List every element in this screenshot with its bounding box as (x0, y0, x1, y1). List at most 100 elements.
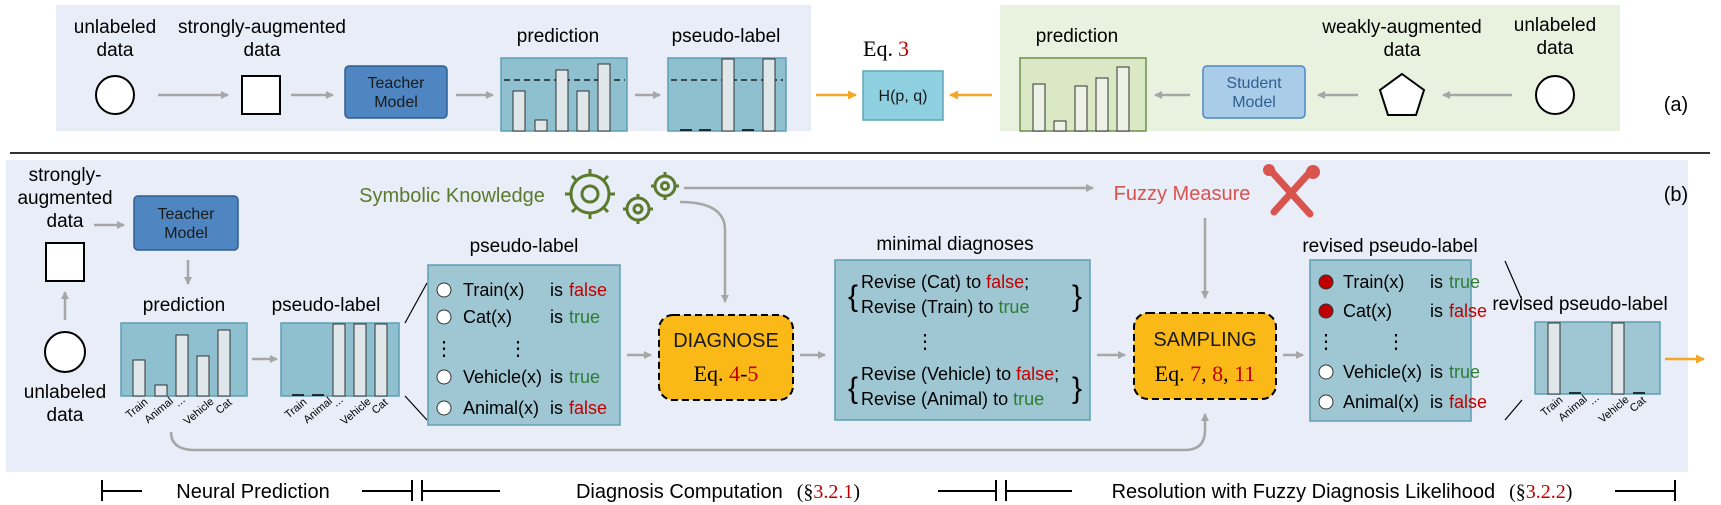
b-pseudo-ellipsis-2: ⋮ (508, 338, 528, 360)
b-pseudo-bar-4 (353, 323, 367, 397)
b-pseudo-bar-3 (332, 323, 346, 397)
a-spred-bar-2 (1053, 120, 1067, 132)
b-revised-ellipsis-2: ⋮ (1386, 331, 1406, 353)
b-zoom-line-top (404, 282, 428, 324)
b-pseudo-is-4: is (550, 398, 563, 418)
b-revised-pred-4: Animal(x) (1343, 392, 1419, 412)
b-pred-bar-3 (175, 334, 189, 397)
b-revised-is-2: is (1430, 301, 1443, 321)
b-strong-label-1: strongly- (29, 165, 102, 186)
b-minimal-row-3: Revise (Vehicle) to false; (861, 364, 1059, 384)
a-loss-label: H(p, q) (879, 88, 928, 105)
b-pseudo-val-2: true (569, 307, 600, 327)
b-pseudo-pred-4: Animal(x) (463, 398, 539, 418)
b-minimal-row-2: Revise (Train) to true (861, 297, 1029, 317)
b-pseudo-row-1: Train(x) is false (436, 280, 607, 300)
b-pseudo-radio-1 (436, 282, 452, 298)
b-pseudo-radio-2 (436, 309, 452, 325)
b-revised-val-1: true (1449, 272, 1480, 292)
b-unlabeled-circle (44, 331, 86, 373)
b-pseudo-val-3: true (569, 367, 600, 387)
b-diagnose-eq: Eq. 4-5 (694, 361, 759, 386)
b-pseudo-row-2: Cat(x) is true (436, 307, 600, 327)
b-pseudo-radio-4 (436, 400, 452, 416)
b-zoom-line-bottom (404, 395, 428, 421)
b-revised-row-4: Animal(x) is false (1318, 392, 1487, 412)
b-pred-bar-4 (196, 355, 210, 397)
b-pred-bar-5 (217, 329, 231, 397)
b-revised-chart-title: revised pseudo-label (1492, 294, 1667, 315)
b-minimal-brace-open-1: { (848, 280, 858, 313)
b-revised-pred-2: Cat(x) (1343, 301, 1392, 321)
b-strong-label-2: augmented (17, 188, 112, 209)
b-pseudo-label-label: pseudo-label (272, 295, 381, 316)
b-pseudo-row-4: Animal(x) is false (436, 398, 607, 418)
b-revised-zoom-bottom (1504, 399, 1523, 421)
b-prediction-label: prediction (143, 295, 225, 316)
b-revised-row-2: Cat(x) is false (1318, 301, 1487, 321)
b-sampling-eq: Eq. 7, 8, 11 (1155, 361, 1256, 386)
b-revised-pred-1: Train(x) (1343, 272, 1404, 292)
b-pseudo-is-3: is (550, 367, 563, 387)
a-pseudo-bar-3 (721, 58, 735, 132)
a-right-unlabeled-circle (1535, 75, 1575, 115)
a-teacher-label-2: Model (374, 94, 418, 111)
a-pred-bar-5 (597, 63, 611, 132)
footer-diagnosis-computation: Diagnosis Computation(§3.2.1) (576, 481, 860, 503)
b-sampling-title: SAMPLING (1153, 329, 1256, 351)
a-pred-bar-2 (534, 119, 548, 132)
b-strong-data-square (45, 242, 85, 282)
gear-icon (565, 169, 679, 224)
b-pseudo-ellipsis-1: ⋮ (434, 338, 454, 360)
a-student-label-2: Model (1232, 94, 1276, 111)
a-teacher-label-1: Teacher (368, 75, 426, 92)
a-strong-label-2: data (244, 40, 281, 61)
b-skip-connection (169, 413, 1209, 452)
b-revised-val-2: false (1449, 301, 1487, 321)
a-prediction-label: prediction (517, 26, 599, 47)
a-pred-bar-1 (512, 90, 526, 132)
a-teacher-model (344, 65, 448, 119)
b-revised-val-3: true (1449, 362, 1480, 382)
a-unlabeled-data-circle (95, 75, 135, 115)
a-weak-label-2: data (1384, 40, 1421, 61)
b-pred-bar-1 (132, 359, 146, 397)
a-eq-number: 3 (898, 36, 909, 61)
a-pseudo-label-label: pseudo-label (672, 26, 781, 47)
b-pseudo-pred-1: Train(x) (463, 280, 524, 300)
b-minimal-ellipsis: ⋮ (915, 331, 935, 353)
b-pseudo-box-title: pseudo-label (470, 236, 579, 257)
a-unlabeled-label-2: data (97, 40, 134, 61)
stage-footer (101, 480, 1676, 501)
a-strong-data-square (241, 75, 281, 115)
b-minimal-row-4: Revise (Animal) to true (861, 389, 1044, 409)
a-loss-box (862, 70, 944, 121)
b-revised-box (1309, 259, 1472, 422)
b-diagnose-title: DIAGNOSE (673, 330, 779, 352)
b-symbolic-knowledge-label: Symbolic Knowledge (359, 185, 545, 207)
b-minimal-brace-close-2: } (1072, 372, 1082, 405)
b-panel-tag: (b) (1664, 184, 1688, 206)
b-teacher-label-1: Teacher (158, 206, 216, 223)
b-minimal-brace-open-2: { (848, 372, 858, 405)
b-revised-dot-4 (1318, 394, 1334, 410)
b-revised-row-1: Train(x) is true (1318, 272, 1480, 292)
a-right-unlabeled-2: data (1537, 38, 1574, 59)
b-pseudo-bar-5 (374, 323, 388, 397)
panel-a: unlabeled data strongly-augmented data T… (56, 5, 1688, 132)
b-revised-ellipsis-1: ⋮ (1316, 331, 1336, 353)
b-revised-is-1: is (1430, 272, 1443, 292)
a-spred-bar-1 (1032, 83, 1046, 132)
b-revised-bar-4 (1611, 322, 1625, 395)
a-student-label-1: Student (1226, 75, 1282, 92)
a-spred-bar-3 (1074, 85, 1088, 132)
b-arrow-knowledge-diagnose (679, 200, 729, 303)
b-pseudo-radio-3 (436, 369, 452, 385)
b-pseudo-pred-2: Cat(x) (463, 307, 512, 327)
b-revised-is-4: is (1430, 392, 1443, 412)
b-revised-bar-1 (1547, 322, 1561, 395)
b-revised-row-3: Vehicle(x) is true (1318, 362, 1480, 382)
b-revised-is-3: is (1430, 362, 1443, 382)
a-eq-label: Eq. (863, 36, 893, 61)
a-student-model (1202, 65, 1306, 119)
